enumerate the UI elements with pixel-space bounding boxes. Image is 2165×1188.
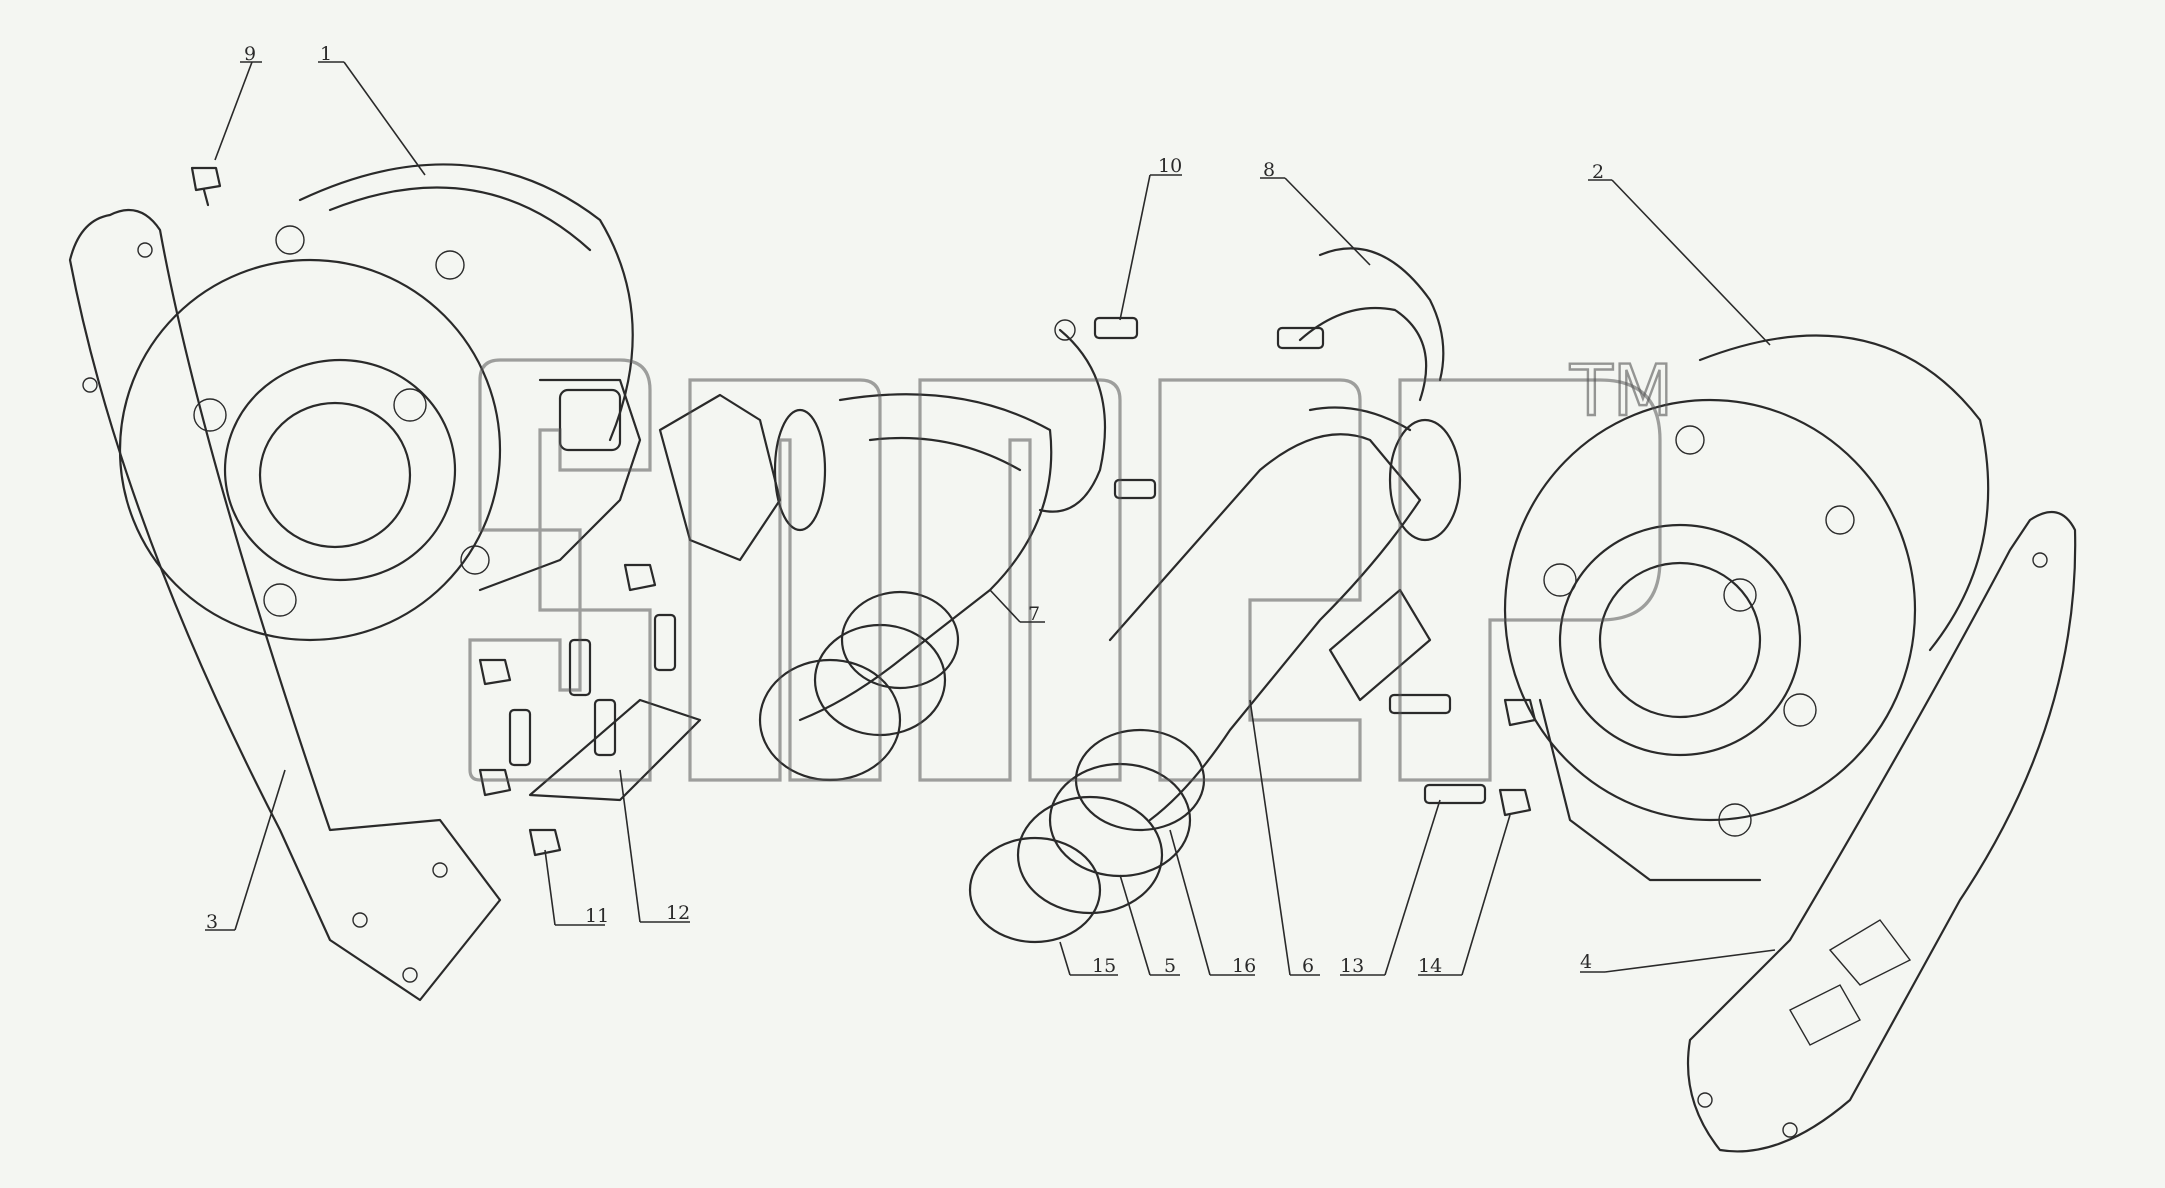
callout-11: 11 — [585, 905, 609, 927]
right-pipe-assembly — [968, 306, 1462, 944]
callout-14: 14 — [1418, 955, 1442, 977]
callout-4: 4 — [1580, 951, 1592, 973]
callout-7: 7 — [1028, 603, 1040, 625]
callouts: 1 9 3 10 8 2 7 11 12 15 5 16 — [205, 43, 1776, 977]
left-bracket — [68, 208, 502, 1002]
left-pipe-assembly — [658, 316, 1157, 782]
bolt-9 — [190, 166, 222, 207]
callout-16: 16 — [1232, 955, 1256, 977]
trademark-symbol: TM — [1569, 350, 1673, 432]
gasket-and-studs-left — [478, 563, 702, 857]
callout-1: 1 — [320, 43, 332, 65]
right-turbocharger — [1503, 334, 1990, 882]
clamp-8 — [1276, 247, 1445, 382]
callout-2: 2 — [1592, 161, 1604, 183]
callout-8: 8 — [1263, 159, 1275, 181]
callout-6: 6 — [1302, 955, 1314, 977]
right-bracket — [1686, 510, 2077, 1153]
callout-10: 10 — [1158, 155, 1182, 177]
callout-12: 12 — [666, 902, 690, 924]
callout-5: 5 — [1164, 955, 1176, 977]
callout-13: 13 — [1340, 955, 1364, 977]
watermark: TM — [468, 349, 1674, 782]
callout-15: 15 — [1092, 955, 1116, 977]
studs-right — [1388, 693, 1537, 817]
callout-3: 3 — [206, 911, 218, 933]
callout-9: 9 — [244, 43, 256, 65]
